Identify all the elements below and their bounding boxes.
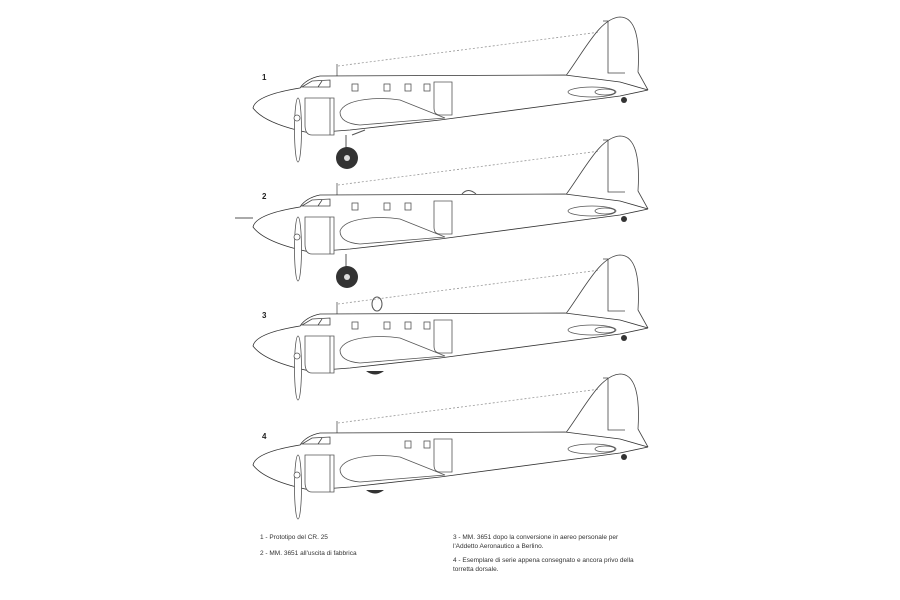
aircraft-profile-1 [252,16,649,169]
aircraft-profile-2 [235,135,649,288]
landing-gear-down [336,254,358,288]
loop-antenna [371,296,383,312]
profile-number: 1 [262,73,267,82]
retracted-wheel [366,490,384,494]
windows [351,83,431,92]
aircraft-profile-3 [252,254,649,401]
caption-1: 1 - Prototipo del CR. 25 [260,534,328,541]
caption-2: 2 - MM. 3651 all'uscita di fabbrica [260,550,357,557]
caption-3: 3 - MM. 3651 dopo la conversione in aere… [453,534,619,550]
profile-number: 3 [262,311,267,320]
profile-number: 2 [262,192,267,201]
profile-number: 4 [262,432,267,441]
caption-4: 4 - Esemplare di serie appena consegnato… [453,557,634,573]
retracted-wheel [366,371,384,375]
aircraft-profile-4 [252,373,649,520]
landing-gear-down [336,129,366,169]
